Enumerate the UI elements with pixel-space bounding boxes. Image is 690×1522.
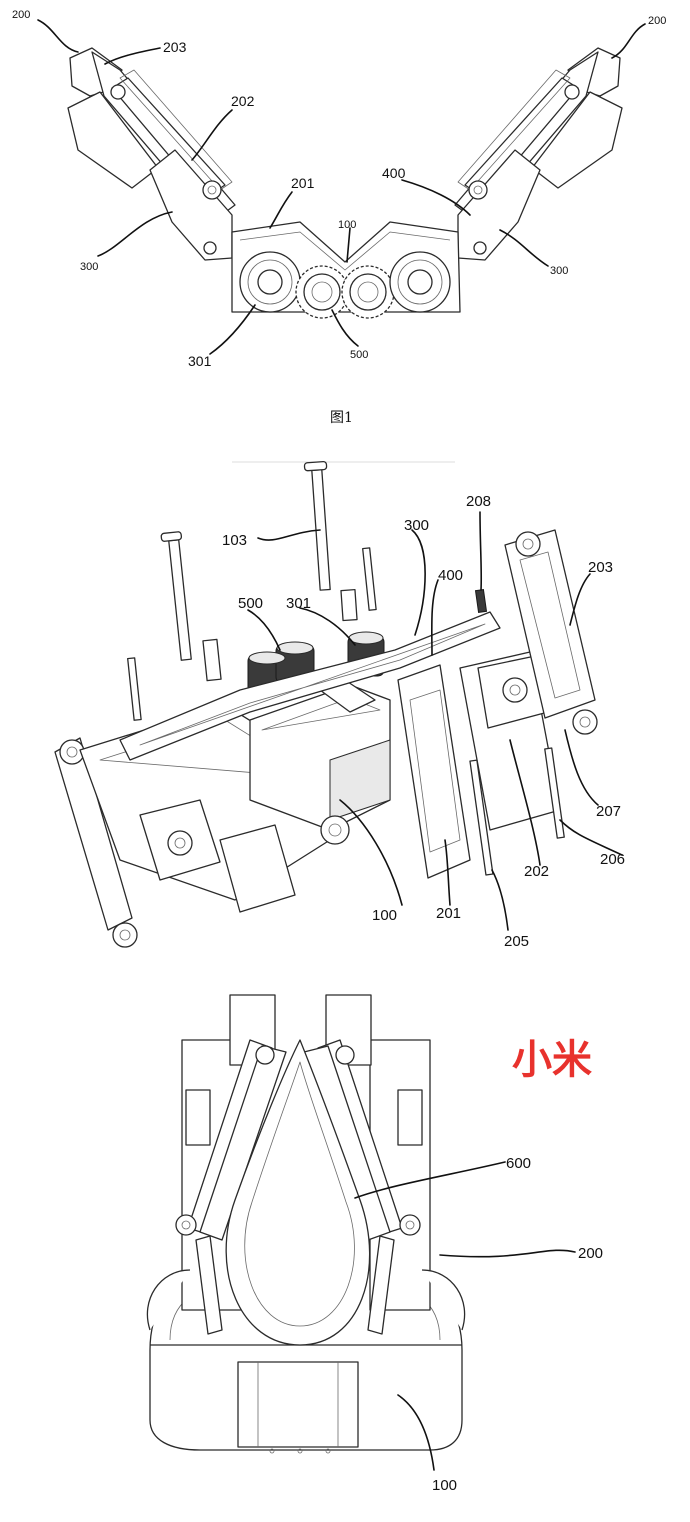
label-207: 207: [596, 803, 621, 820]
figure-2-exploded-view: 103 300 208 203 400 500 301 207 206 202 …: [54, 460, 625, 950]
label-203: 203: [163, 39, 187, 55]
bearing-right: [389, 251, 451, 313]
figure-1-gripper-top-view: 200 203 202 201 300 400 100 200 300 301 …: [12, 9, 666, 426]
label-201: 201: [436, 905, 461, 922]
label-200: 200: [578, 1245, 603, 1262]
label-500: 500: [238, 595, 263, 612]
figure-3-gripper-with-object: 小米 600 200 100: [146, 994, 603, 1494]
label-200: 200: [648, 15, 666, 27]
label-400: 400: [438, 567, 463, 584]
label-300: 300: [550, 265, 568, 277]
label-100: 100: [338, 219, 356, 231]
label-100: 100: [372, 907, 397, 924]
label-200: 200: [12, 9, 30, 21]
brand-watermark: 小米: [512, 1037, 592, 1083]
label-206: 206: [600, 851, 625, 868]
figure-caption: 图1: [330, 410, 353, 426]
label-205: 205: [504, 933, 529, 950]
label-301: 301: [286, 595, 311, 612]
label-300: 300: [80, 261, 98, 273]
label-100: 100: [432, 1477, 457, 1494]
label-400: 400: [382, 165, 406, 181]
label-203: 203: [588, 559, 613, 576]
label-301: 301: [188, 353, 212, 369]
bearing-left: [239, 251, 301, 313]
gear-left: [295, 265, 349, 319]
label-500: 500: [350, 349, 368, 361]
gear-right: [341, 265, 395, 319]
label-202: 202: [524, 863, 549, 880]
label-208: 208: [466, 493, 491, 510]
label-600: 600: [506, 1155, 531, 1172]
label-300: 300: [404, 517, 429, 534]
label-103: 103: [222, 532, 247, 549]
label-202: 202: [231, 93, 255, 109]
label-201: 201: [291, 175, 315, 191]
